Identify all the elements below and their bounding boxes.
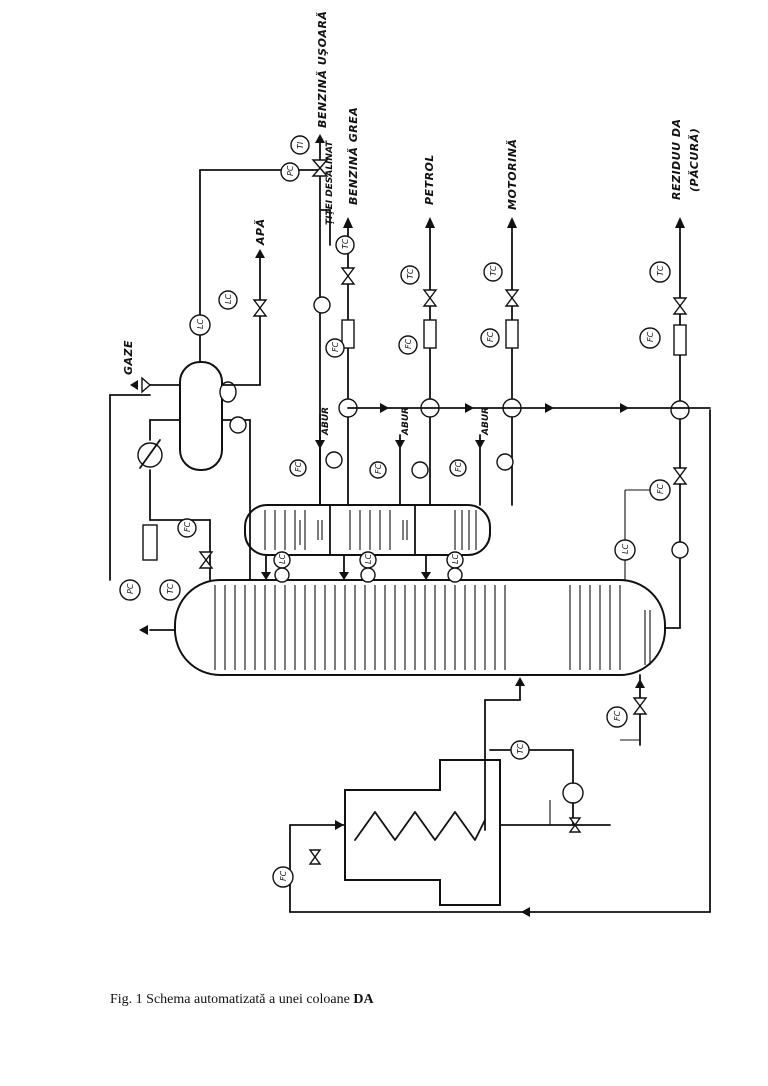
tag-fc-8: FC <box>454 461 463 472</box>
label-abur-3: ABUR <box>481 407 491 436</box>
reflux-drum <box>179 361 237 471</box>
stripping-columns <box>244 504 491 556</box>
tag-lc-3: LC <box>621 544 630 554</box>
label-pacura: (PĂCURĂ) <box>688 128 701 192</box>
caption-bold: DA <box>353 992 374 1007</box>
label-abur-1: ABUR <box>321 407 331 436</box>
side-draws <box>325 217 711 506</box>
label-benzina-grea: BENZINĂ GREA <box>347 107 360 205</box>
label-titei-desalinat: ŢIŢEI DESALINAT <box>325 140 335 225</box>
label-petrol: PETROL <box>423 154 436 205</box>
tag-fc-2: FC <box>331 341 340 352</box>
bottom-feed <box>606 674 648 746</box>
tag-tc-2: TC <box>341 238 350 249</box>
tag-lc-5: LC <box>364 554 373 564</box>
tag-tc-6: TC <box>516 743 525 754</box>
label-benzina-usoara: BENZINĂ UŞOARĂ <box>316 11 329 128</box>
feed-line <box>272 409 711 917</box>
figure-caption: Fig. 1 Schema automatizată a unei coloan… <box>110 992 374 1008</box>
tag-fc-1: FC <box>183 521 192 532</box>
tag-pc-2: PC <box>286 165 295 176</box>
instrument-tags: PC TC FC LC LC PC TI TC FC TC FC TC FC T… <box>126 141 665 881</box>
tag-fc-10: FC <box>279 870 288 881</box>
residue-line <box>614 217 690 629</box>
tag-tc-4: TC <box>489 265 498 276</box>
tag-fc-3: FC <box>404 338 413 349</box>
tag-ti-1: TI <box>296 141 305 149</box>
tag-fc-6: FC <box>294 461 303 472</box>
label-abur-2: ABUR <box>401 407 411 436</box>
tag-fc-7: FC <box>374 463 383 474</box>
tag-pc-1: PC <box>126 583 135 594</box>
tag-fc-4: FC <box>486 331 495 342</box>
steam-lines <box>289 434 485 506</box>
light-ends <box>261 135 464 583</box>
tag-lc-1: LC <box>224 294 233 304</box>
tag-tc-3: TC <box>406 268 415 279</box>
tag-fc-11: FC <box>613 710 622 721</box>
tag-lc-2: LC <box>196 319 205 329</box>
label-gaze: GAZE <box>122 340 135 375</box>
tag-lc-6: LC <box>451 554 460 564</box>
label-apa: APĂ <box>254 218 267 246</box>
tag-fc-5: FC <box>646 331 655 342</box>
label-motorina: MOTORINĂ <box>506 139 519 210</box>
tag-lc-4: LC <box>278 554 287 564</box>
tube-furnace <box>344 677 525 906</box>
caption-text: Fig. 1 Schema automatizată a unei coloan… <box>110 992 354 1007</box>
furnace-fuel-controls <box>489 740 611 833</box>
stream-labels: BENZINĂ UŞOARĂ BENZINĂ GREA ŢIŢEI DESALI… <box>122 11 701 436</box>
tag-tc-1: TC <box>166 583 175 594</box>
main-column-da <box>174 579 666 676</box>
tag-tc-5: TC <box>656 265 665 276</box>
tag-fc-9: FC <box>656 483 665 494</box>
overhead-system <box>109 134 325 635</box>
label-reziduu: REZIDUU DA <box>670 118 683 200</box>
